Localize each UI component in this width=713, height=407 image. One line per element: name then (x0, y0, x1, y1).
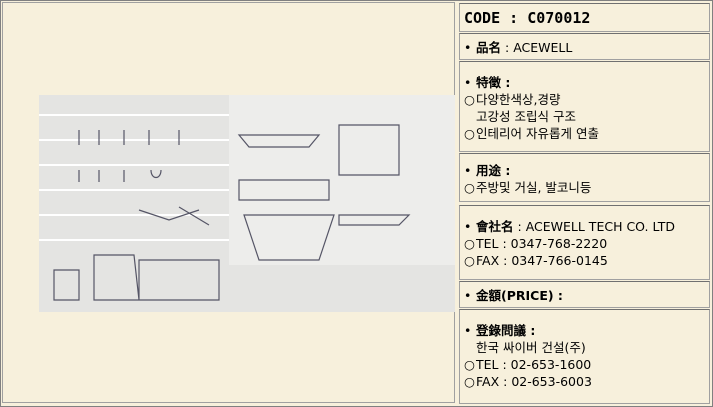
features-label: 特徵 (476, 75, 502, 90)
inquiry-cell: •登錄問議 : 한국 싸이버 건설(주) ○TEL : 02-653-1600 … (459, 309, 710, 404)
circle-bullet-icon: ○ (464, 92, 475, 107)
colon: : (501, 40, 510, 55)
circle-bullet-icon: ○ (464, 253, 475, 268)
company-cell: • 會社名 : ACEWELL TECH CO. LTD ○TEL : 0347-… (459, 205, 710, 280)
bullet-icon: • (464, 323, 472, 338)
colon: : (513, 219, 522, 234)
usage-item: 주방및 거실, 발코니등 (476, 180, 592, 195)
colon: : (501, 163, 511, 178)
feature-item: 다양한색상,경량 (476, 92, 561, 107)
colon: : (526, 323, 536, 338)
inquiry-company: 한국 싸이버 건설(주) (476, 340, 586, 355)
circle-bullet-icon: ○ (464, 180, 475, 195)
circle-bullet-icon: ○ (464, 236, 475, 251)
wire-rack-products-image (39, 95, 455, 301)
features-cell: •特徵 : ○다양한색상,경량 고강성 조립식 구조 ○인테리어 자유롭게 연출 (459, 61, 710, 152)
price-cell: • 金額(PRICE) : (459, 281, 710, 308)
name-label: 品名 (476, 40, 502, 55)
code-cell: CODE : C070012 (459, 3, 710, 32)
colon: : (553, 288, 563, 303)
circle-bullet-icon: ○ (464, 374, 475, 389)
circle-bullet-icon: ○ (464, 126, 475, 141)
name-value: ACEWELL (513, 40, 573, 55)
product-photo (39, 95, 455, 312)
product-code: CODE : C070012 (464, 9, 591, 27)
bullet-icon: • (464, 40, 472, 55)
bullet-icon: • (464, 288, 472, 303)
colon: : (501, 75, 511, 90)
feature-item: 인테리어 자유롭게 연출 (476, 126, 599, 141)
inquiry-fax: FAX : 02-653-6003 (476, 374, 592, 389)
name-cell: • 品名 : ACEWELL (459, 33, 710, 60)
company-value: ACEWELL TECH CO. LTD (525, 219, 675, 234)
bullet-icon: • (464, 219, 472, 234)
feature-item: 고강성 조립식 구조 (476, 109, 576, 124)
company-fax: FAX : 0347-766-0145 (476, 253, 608, 268)
usage-cell: • 用途 : ○주방및 거실, 발코니등 (459, 153, 710, 202)
usage-label: 用途 (476, 163, 502, 178)
company-label: 會社名 (476, 219, 514, 234)
bullet-icon: • (464, 75, 472, 90)
inquiry-label: 登錄問議 (476, 323, 527, 338)
inquiry-tel: TEL : 02-653-1600 (476, 357, 592, 372)
company-tel: TEL : 0347-768-2220 (476, 236, 608, 251)
bullet-icon: • (464, 163, 472, 178)
price-label: 金額(PRICE) (476, 288, 554, 303)
circle-bullet-icon: ○ (464, 357, 475, 372)
